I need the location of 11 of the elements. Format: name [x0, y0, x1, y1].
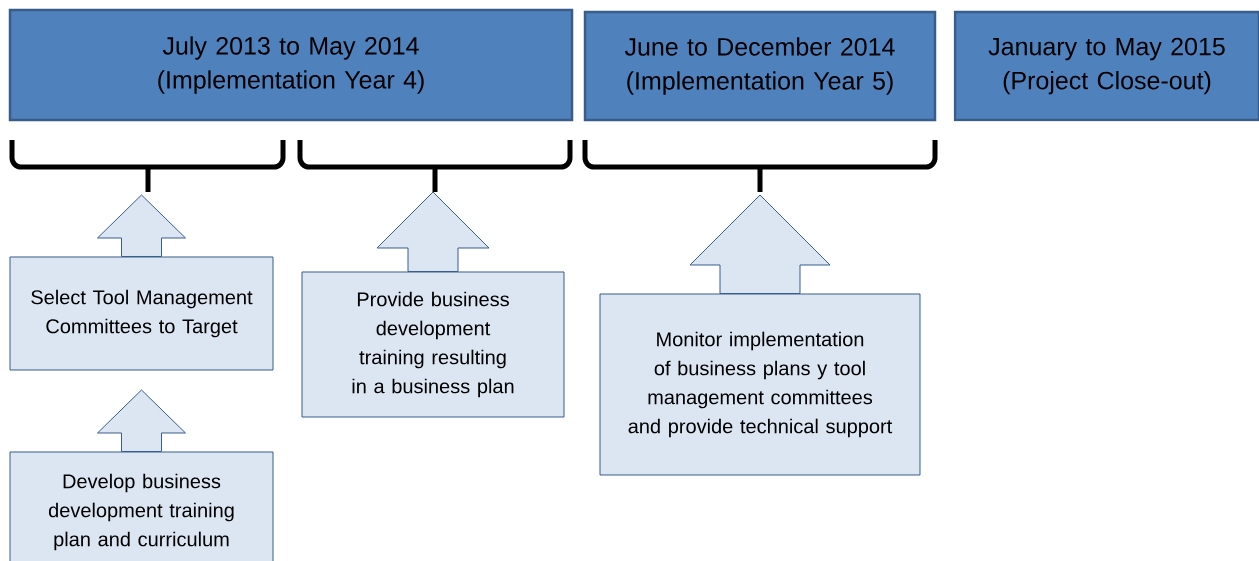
block-arrow: [97, 194, 186, 257]
activity-box: Provide business development training resulting in a business plan: [301, 271, 565, 418]
activity-box: Monitor implementation of business plans y tool management committees and provide technical support: [599, 293, 921, 476]
period-box: July 2013 to May 2014 (Implementation Year 4): [8, 8, 574, 122]
block-arrow: [376, 191, 490, 272]
activity-box: Select Tool Management Committees to Target: [9, 256, 274, 371]
activity-box: Develop business development training plan and curriculum: [9, 451, 274, 561]
period-box: June to December 2014 (Implementation Year 5): [583, 10, 937, 122]
period-box: January to May 2015 (Project Close-out): [953, 10, 1259, 122]
block-arrow: [97, 389, 186, 452]
block-arrow: [689, 194, 831, 294]
